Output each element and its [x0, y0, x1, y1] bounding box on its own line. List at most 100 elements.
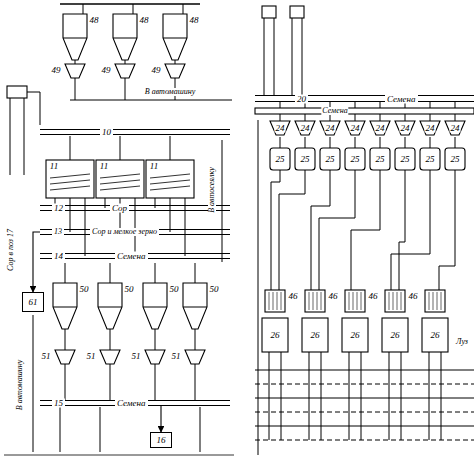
- feed-hopper: [395, 121, 415, 135]
- pipe-line: [195, 364, 196, 400]
- collector-conveyor: [255, 412, 474, 413]
- sieve-line: [150, 186, 190, 190]
- callout-number: 26: [270, 331, 281, 340]
- cleaning-machine: [342, 318, 368, 352]
- callout-number: 26: [350, 331, 361, 340]
- conveyor-band: 12Сор: [40, 205, 230, 211]
- machine-box: 61: [22, 292, 44, 312]
- cyclone-seam: [63, 38, 87, 39]
- callout-number: 26: [310, 331, 321, 340]
- callout-number: 25: [425, 155, 436, 164]
- sieve-line: [50, 174, 90, 178]
- pipe-line: [311, 170, 330, 290]
- pipe-line: [380, 114, 381, 121]
- flow-connector: [33, 232, 40, 292]
- collector-conveyor: [255, 398, 474, 399]
- filter-sleeve: [353, 292, 354, 310]
- callout-number: 61: [29, 298, 38, 307]
- sieve-line: [50, 180, 90, 184]
- elevator-leg: [274, 18, 275, 95]
- pipe-line: [399, 170, 405, 290]
- pipe-line: [391, 170, 430, 290]
- conveyor-band: 20Семена: [255, 95, 474, 102]
- callout-number: 50: [169, 285, 180, 294]
- cyclone-seam: [98, 307, 122, 308]
- callout-number: 24: [300, 124, 311, 133]
- callout-number: 25: [275, 155, 286, 164]
- pipe-line: [75, 60, 76, 64]
- air-duct: [183, 4, 184, 14]
- pipe-line: [269, 352, 270, 440]
- collector-conveyor: [255, 384, 474, 385]
- pipe-line: [175, 60, 176, 64]
- pipe-line: [27, 92, 40, 125]
- sorting-machine: [270, 148, 290, 170]
- callout-number: 25: [325, 155, 336, 164]
- sieve-line: [100, 186, 140, 190]
- cyclone: [113, 14, 137, 60]
- pipe-line: [430, 137, 431, 148]
- filter-sleeve: [281, 292, 282, 310]
- pipe-line: [401, 352, 402, 440]
- dust-filter: [345, 290, 365, 312]
- pipe-line: [279, 170, 305, 290]
- callout-number: 50: [209, 285, 220, 294]
- cleaning-machine: [302, 318, 328, 352]
- feed-hopper: [445, 121, 465, 135]
- outlet-arrow: [100, 407, 101, 452]
- sorting-machine: [445, 148, 465, 170]
- flow-note: Семена: [321, 107, 348, 115]
- filter-sleeve: [433, 292, 434, 310]
- callout-number: 49: [151, 66, 162, 75]
- pipe-line: [195, 263, 196, 283]
- filter-sleeve: [437, 292, 438, 310]
- cyclone: [63, 14, 87, 60]
- outlet-arrow: [60, 407, 61, 452]
- pipe-line: [110, 263, 111, 283]
- elevator-leg: [264, 18, 265, 95]
- callout-number: 49: [101, 66, 112, 75]
- callout-number: 46: [288, 292, 299, 301]
- callout-number: 25: [450, 155, 461, 164]
- flow-label: Семена: [385, 94, 418, 103]
- outlet-arrow: [200, 407, 201, 452]
- feed-hopper: [370, 121, 390, 135]
- filter-sleeve: [397, 292, 398, 310]
- filter-sleeve: [269, 292, 270, 310]
- pipe-line: [281, 352, 282, 440]
- pipe-line: [70, 198, 71, 232]
- pipe-line: [155, 329, 156, 350]
- air-duct: [60, 3, 200, 4]
- pipe-line: [380, 137, 381, 148]
- dust-filter: [425, 290, 445, 312]
- filter-sleeve: [309, 292, 310, 310]
- callout-number: 48: [89, 16, 100, 25]
- pipe-line: [351, 170, 380, 290]
- floor-line: [4, 455, 234, 456]
- pipe-line: [125, 78, 126, 100]
- callout-number: 24: [400, 124, 411, 133]
- conveyor-band: [255, 108, 474, 114]
- pipe-line: [355, 102, 356, 108]
- bin-hopper: [165, 64, 185, 78]
- bin-hopper: [100, 350, 120, 364]
- pipe-line: [309, 352, 310, 440]
- bin-hopper: [55, 350, 75, 364]
- outlet-arrow: [33, 315, 34, 452]
- flow-label: Сор: [110, 204, 129, 213]
- flow-note: Луз: [455, 338, 469, 346]
- flow-note: Сор в поз 17: [7, 228, 15, 272]
- pipe-line: [280, 114, 281, 121]
- collector-conveyor: [255, 426, 474, 427]
- filter-sleeve: [389, 292, 390, 310]
- callout-number: 49: [51, 66, 62, 75]
- feed-hopper: [270, 121, 290, 135]
- pipe-line: [65, 329, 66, 350]
- sieve-line: [50, 186, 90, 190]
- pipe-line: [405, 137, 406, 148]
- bin-hopper: [185, 350, 205, 364]
- machine-box: 16: [150, 432, 172, 448]
- pipe-line: [305, 114, 306, 121]
- flow-connector: [160, 406, 161, 432]
